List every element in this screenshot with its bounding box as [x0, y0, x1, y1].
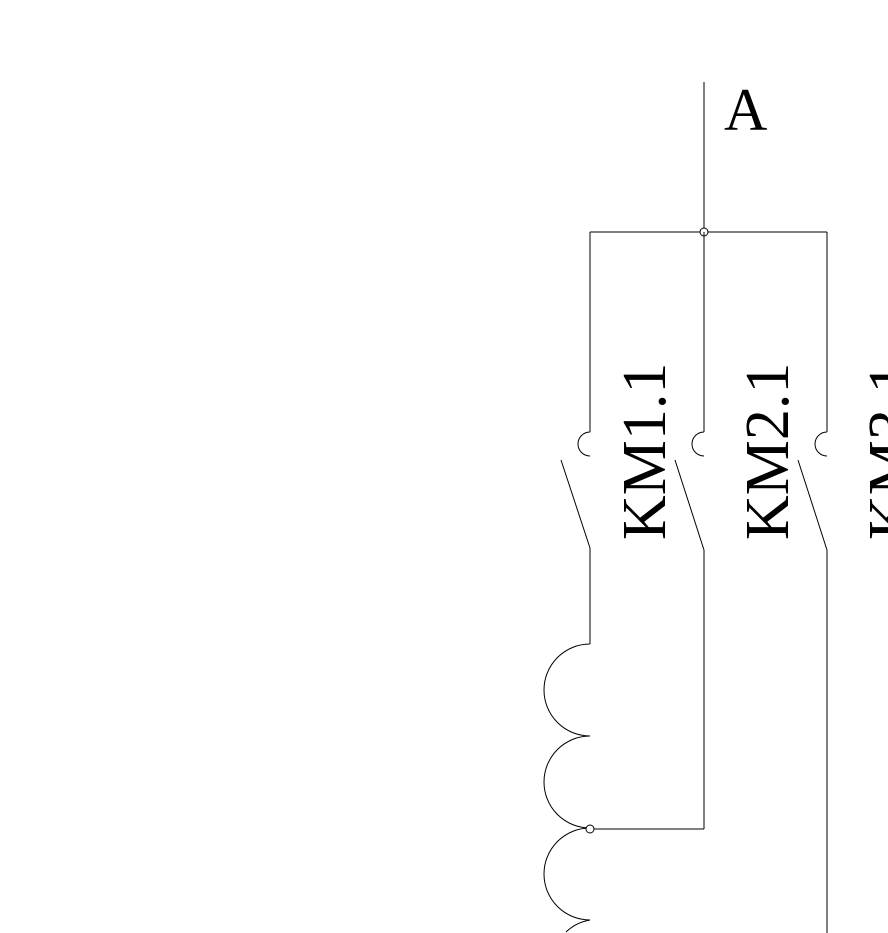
branch-km1 — [560, 232, 591, 644]
contact-km1-blade — [560, 459, 591, 549]
coil-tap-node — [585, 824, 595, 834]
coil-turn-1 — [543, 643, 591, 737]
branch-km3 — [797, 232, 828, 933]
contact-km3-label: KM3.1 — [857, 363, 888, 540]
branch-km2 — [674, 232, 705, 829]
coil-turn-2 — [543, 735, 591, 829]
contact-km2-arc — [691, 431, 705, 457]
contact-km2-label: KM2.1 — [734, 363, 802, 540]
coil-turn-3 — [543, 827, 591, 921]
phase-a-label: A — [724, 77, 767, 143]
contact-km2-blade — [674, 459, 705, 551]
contact-km1-arc — [577, 431, 591, 457]
coil-winding — [543, 643, 591, 933]
contact-km1-label: KM1.1 — [611, 363, 679, 540]
coil-turn-4 — [565, 919, 591, 933]
contact-km3-arc — [814, 431, 828, 457]
contact-km3-blade — [797, 459, 828, 551]
